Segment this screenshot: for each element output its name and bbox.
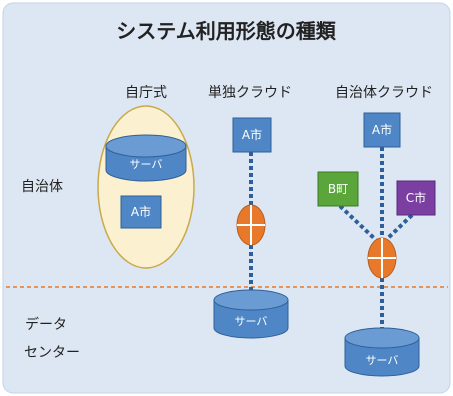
row-label-datacenter-line2: センター (24, 345, 80, 361)
muni-link-town-b (338, 204, 378, 242)
column-single-cloud: 単独クラウド (208, 85, 292, 101)
self-hosted-city-a-label: A市 (131, 204, 151, 219)
muni-city-c: C市 (396, 180, 436, 216)
muni-city-a-label: A市 (372, 122, 392, 137)
row-label-datacenter-line1: データ (25, 316, 67, 333)
self-hosted-city-a: A市 (120, 195, 162, 229)
muni-link-city-c (386, 213, 414, 240)
self-hosted-server: サーバ (105, 134, 187, 182)
single-cloud-server: サーバ (213, 289, 289, 339)
muni-cloud-server: サーバ (344, 327, 420, 377)
muni-cloud-server-label: サーバ (366, 354, 399, 367)
self-hosted-server-label: サーバ (130, 158, 163, 171)
muni-city-c-label: C市 (406, 190, 426, 205)
single-cloud-server-label: サーバ (235, 315, 268, 328)
muni-town-b: B町 (317, 171, 359, 207)
muni-network-connector (367, 237, 397, 279)
muni-city-a: A市 (363, 112, 401, 148)
muni-town-b-label: B町 (328, 182, 348, 196)
column-municipal-cloud: 自治体クラウド (335, 85, 433, 101)
diagram-title: システム利用形態の種類 (116, 19, 336, 43)
single-city-a-label: A市 (242, 127, 262, 142)
column-self-hosted: 自庁式 (125, 85, 167, 101)
single-city-a: A市 (232, 117, 272, 153)
row-label-municipality: 自治体 (21, 179, 63, 195)
self-hosted-premises (97, 105, 195, 269)
single-network-connector (236, 204, 266, 246)
